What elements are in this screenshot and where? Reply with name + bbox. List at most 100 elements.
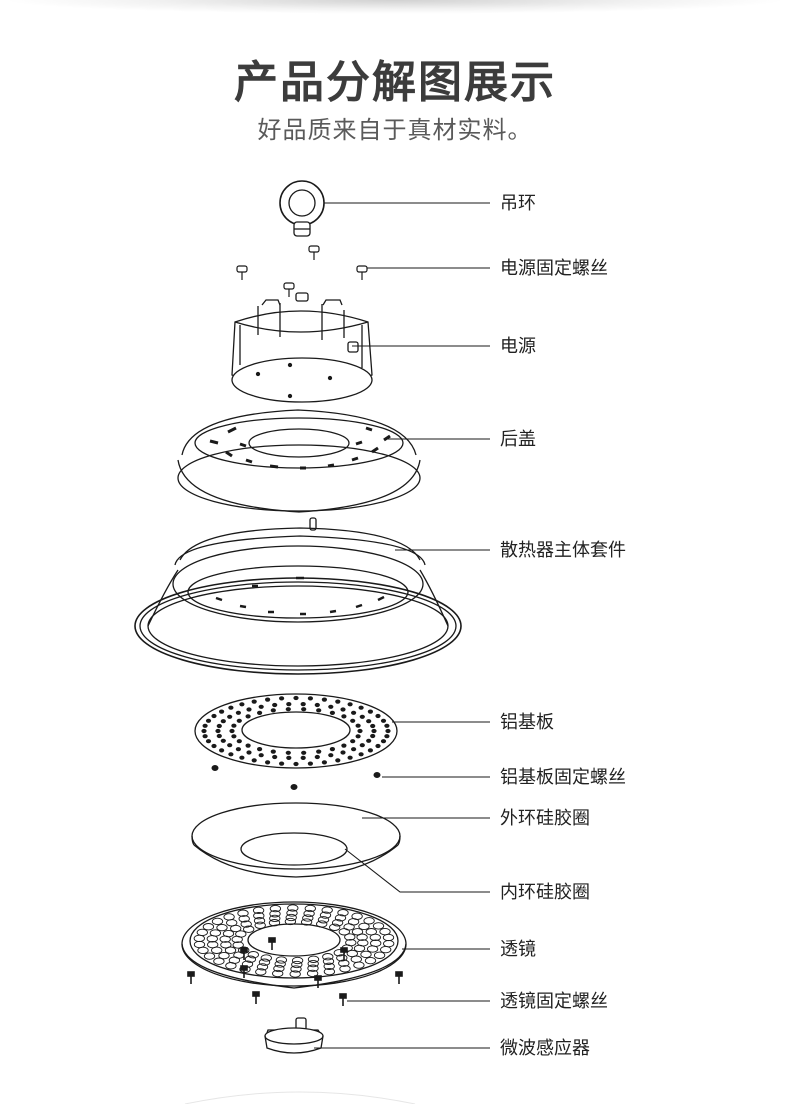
lens-cell bbox=[247, 951, 259, 959]
lens-cell bbox=[237, 909, 249, 917]
lens-cell bbox=[255, 968, 267, 976]
lens-cell bbox=[244, 955, 257, 963]
led-dot bbox=[328, 753, 334, 758]
lens-cell bbox=[329, 923, 341, 931]
lens-cell bbox=[238, 915, 250, 923]
label-back-cover: 后盖 bbox=[500, 429, 536, 450]
lens-cell bbox=[213, 957, 225, 965]
lens-cell bbox=[319, 911, 332, 919]
label-lens: 透镜 bbox=[500, 939, 536, 960]
lens-cell bbox=[196, 928, 208, 937]
lens-cell bbox=[291, 956, 304, 965]
led-dot bbox=[314, 702, 320, 708]
led-dot bbox=[251, 699, 257, 704]
lens-cell bbox=[269, 914, 281, 923]
lens-cell bbox=[274, 960, 286, 968]
lens-cell bbox=[260, 954, 272, 962]
lens-cell bbox=[353, 944, 366, 953]
lens-cell bbox=[303, 909, 315, 918]
led-dot bbox=[239, 755, 245, 760]
lens-cell bbox=[224, 946, 237, 954]
lens-cell bbox=[268, 919, 281, 927]
led-dot bbox=[335, 758, 341, 763]
lens-cell bbox=[364, 956, 377, 965]
lens-cell bbox=[220, 941, 232, 949]
lens-cell bbox=[373, 951, 386, 959]
lens-cell bbox=[230, 924, 242, 933]
lens-cell bbox=[269, 904, 282, 913]
led-dot bbox=[370, 733, 376, 739]
lens-cell bbox=[253, 917, 266, 925]
leader-inner-gasket bbox=[344, 848, 490, 893]
lens-cell bbox=[307, 964, 319, 972]
lens-cell bbox=[254, 921, 266, 929]
lens-cell bbox=[232, 941, 244, 949]
lens-screws-drawing bbox=[187, 937, 403, 1006]
led-dot bbox=[286, 702, 292, 707]
lens-cell bbox=[363, 917, 375, 925]
led-dot bbox=[279, 696, 285, 701]
led-dot bbox=[279, 761, 285, 766]
led-dot bbox=[231, 734, 237, 739]
led-dot bbox=[375, 743, 381, 749]
page-subtitle: 好品质来自于真材实料。 bbox=[257, 116, 533, 144]
lens-cell bbox=[323, 967, 336, 976]
aluminum-board-screws-drawing bbox=[211, 765, 381, 790]
lens-cell bbox=[360, 950, 372, 959]
led-dot bbox=[328, 704, 334, 709]
led-dot bbox=[236, 739, 242, 744]
led-dot bbox=[293, 761, 299, 767]
led-dot bbox=[205, 718, 212, 723]
lens-cell bbox=[369, 933, 381, 942]
label-inner-gasket: 内环硅胶圈 bbox=[500, 882, 590, 903]
led-dot bbox=[227, 714, 233, 719]
led-dot bbox=[215, 728, 221, 734]
lens-cell bbox=[202, 923, 215, 931]
lens-cell bbox=[258, 958, 271, 966]
led-dot bbox=[347, 702, 353, 707]
aluminum-board-drawing bbox=[194, 693, 398, 769]
power-supply-drawing bbox=[231, 292, 373, 403]
led-dot bbox=[202, 723, 208, 728]
led-dot bbox=[293, 695, 299, 701]
led-dot bbox=[385, 728, 391, 734]
led-dot bbox=[351, 747, 357, 752]
lens-cell bbox=[339, 965, 351, 973]
lens-cell bbox=[380, 945, 392, 954]
lens-cell bbox=[240, 920, 252, 928]
led-dot bbox=[307, 761, 313, 766]
lens-cell bbox=[218, 951, 230, 960]
label-power-supply: 电源 bbox=[500, 336, 536, 357]
lens-cell bbox=[211, 917, 224, 926]
led-dot bbox=[351, 710, 357, 715]
led-dot bbox=[384, 734, 390, 739]
led-dot bbox=[335, 699, 341, 704]
led-dot bbox=[340, 750, 346, 755]
lens-cell bbox=[209, 929, 222, 937]
lens-cell bbox=[366, 945, 379, 953]
label-hanging-ring: 吊环 bbox=[500, 193, 536, 214]
lens-cell bbox=[338, 928, 350, 936]
lens-cell bbox=[321, 906, 333, 914]
lens-cell bbox=[306, 969, 319, 978]
led-dot bbox=[228, 752, 234, 757]
led-dot bbox=[219, 709, 225, 714]
led-dot bbox=[375, 713, 381, 719]
led-dot bbox=[258, 753, 264, 758]
led-dot bbox=[367, 709, 373, 714]
led-dot bbox=[321, 760, 327, 765]
lens-cell bbox=[337, 909, 349, 917]
lens-cell bbox=[300, 918, 313, 926]
led-dot bbox=[220, 738, 226, 743]
led-dot bbox=[270, 749, 276, 754]
lens-cell bbox=[336, 954, 348, 962]
lens-cell bbox=[316, 920, 328, 928]
lens-cell bbox=[273, 964, 285, 973]
led-dot bbox=[205, 739, 212, 744]
led-dot bbox=[300, 702, 306, 707]
led-dot bbox=[220, 719, 226, 724]
lens-cell bbox=[235, 930, 247, 938]
led-dot bbox=[366, 719, 372, 724]
lens-cell bbox=[216, 923, 228, 932]
lens-cell bbox=[222, 929, 235, 938]
